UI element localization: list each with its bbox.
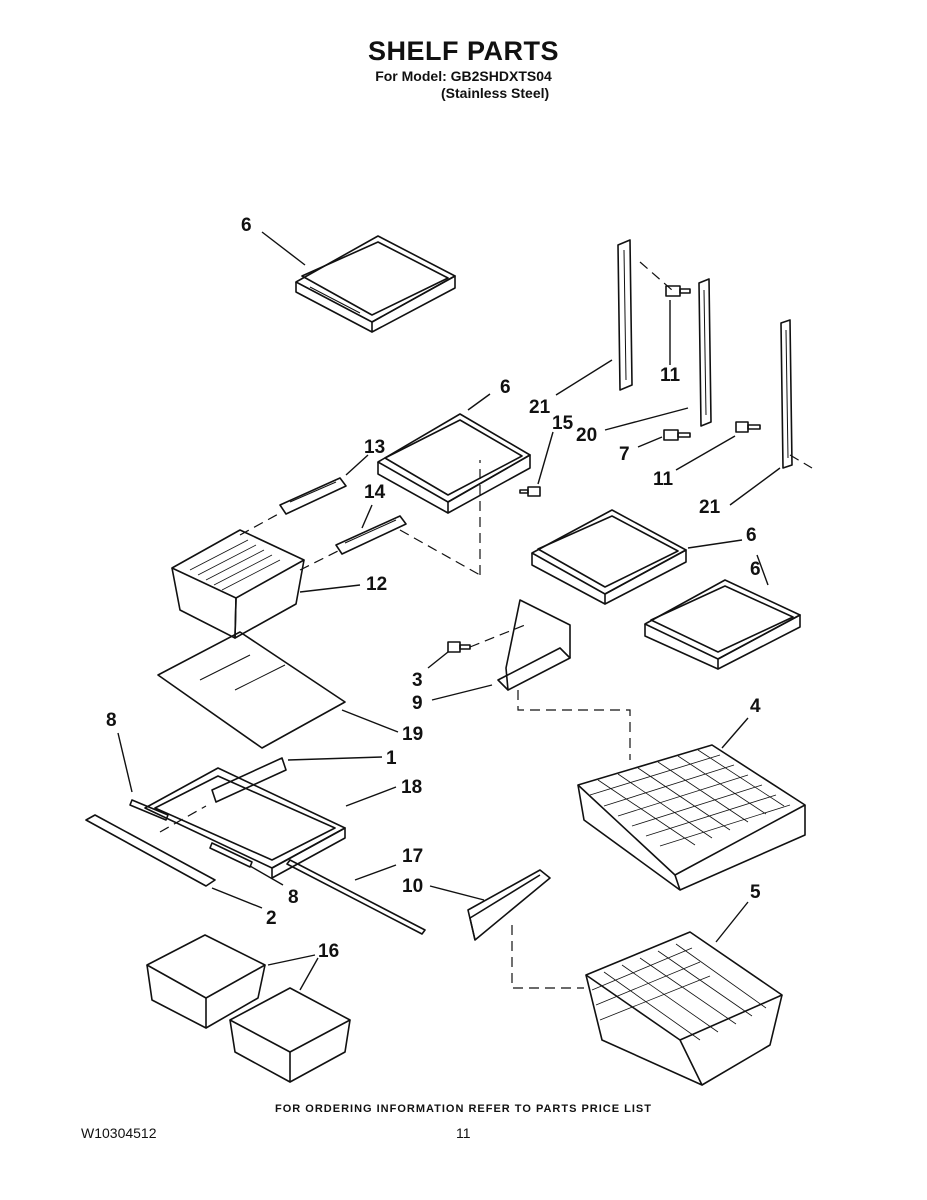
callout-8: 8 — [106, 710, 117, 731]
callout-1: 1 — [386, 748, 397, 769]
callout-6: 6 — [746, 525, 757, 546]
callout-6: 6 — [500, 377, 511, 398]
callout-4: 4 — [750, 696, 761, 717]
part-16-bin-right — [229, 987, 351, 1083]
callout-11: 11 — [653, 469, 674, 490]
callout-8: 8 — [288, 887, 299, 908]
page-number: 11 — [456, 1125, 471, 1141]
callout-15: 15 — [552, 413, 574, 434]
part-15-screw — [519, 486, 541, 497]
part-6-shelf-right-1 — [531, 509, 687, 605]
callout-21: 21 — [699, 497, 721, 518]
part-16-bin-left — [146, 934, 266, 1029]
page-title: SHELF PARTS — [367, 36, 559, 66]
part-6-shelf-middle — [377, 413, 531, 514]
part-11-screw-top — [665, 285, 691, 297]
part-1-track — [211, 757, 287, 803]
callout-7: 7 — [619, 444, 630, 465]
ordering-info-note: FOR ORDERING INFORMATION REFER TO PARTS … — [275, 1103, 652, 1115]
part-21-rail-left — [617, 239, 633, 391]
callout-21: 21 — [529, 397, 551, 418]
part-3-screw — [447, 641, 471, 653]
part-17-rod — [286, 859, 426, 935]
model-line: For Model: GB2SHDXTS04 — [375, 68, 552, 84]
part-8-trim-right — [209, 842, 253, 868]
callout-12: 12 — [366, 574, 387, 595]
part-13-slide — [279, 477, 347, 515]
part-21-rail-right — [780, 319, 793, 469]
callout-11: 11 — [660, 365, 681, 386]
callout-14: 14 — [364, 482, 386, 503]
callout-16: 16 — [318, 941, 339, 962]
callout-19: 19 — [402, 724, 423, 745]
part-19-glass — [157, 631, 346, 749]
callout-3: 3 — [412, 670, 423, 691]
callout-10: 10 — [402, 876, 423, 897]
callout-18: 18 — [401, 777, 422, 798]
part-4-basket — [577, 744, 806, 891]
part-20-rail — [698, 278, 712, 427]
callout-6: 6 — [750, 559, 761, 580]
part-14-slide — [335, 515, 407, 555]
document-number: W10304512 — [81, 1125, 157, 1141]
part-6-shelf-top — [295, 235, 456, 333]
part-12-pan — [171, 529, 305, 639]
part-18-frame — [144, 767, 346, 879]
part-11-screw-bottom — [735, 421, 761, 433]
callout-20: 20 — [576, 425, 597, 446]
callout-6: 6 — [241, 215, 252, 236]
finish-line: (Stainless Steel) — [441, 85, 550, 101]
callout-5: 5 — [750, 882, 761, 903]
part-6-shelf-right-2 — [644, 579, 801, 670]
callout-17: 17 — [402, 846, 423, 867]
part-9-bracket — [497, 599, 571, 691]
callout-2: 2 — [266, 908, 277, 929]
part-2-trim — [85, 814, 216, 887]
callout-13: 13 — [364, 437, 385, 458]
callout-9: 9 — [412, 693, 423, 714]
part-7-screw — [663, 429, 691, 441]
part-8-trim-left — [129, 799, 169, 821]
part-10-divider — [467, 869, 551, 941]
part-5-basket — [585, 931, 783, 1086]
